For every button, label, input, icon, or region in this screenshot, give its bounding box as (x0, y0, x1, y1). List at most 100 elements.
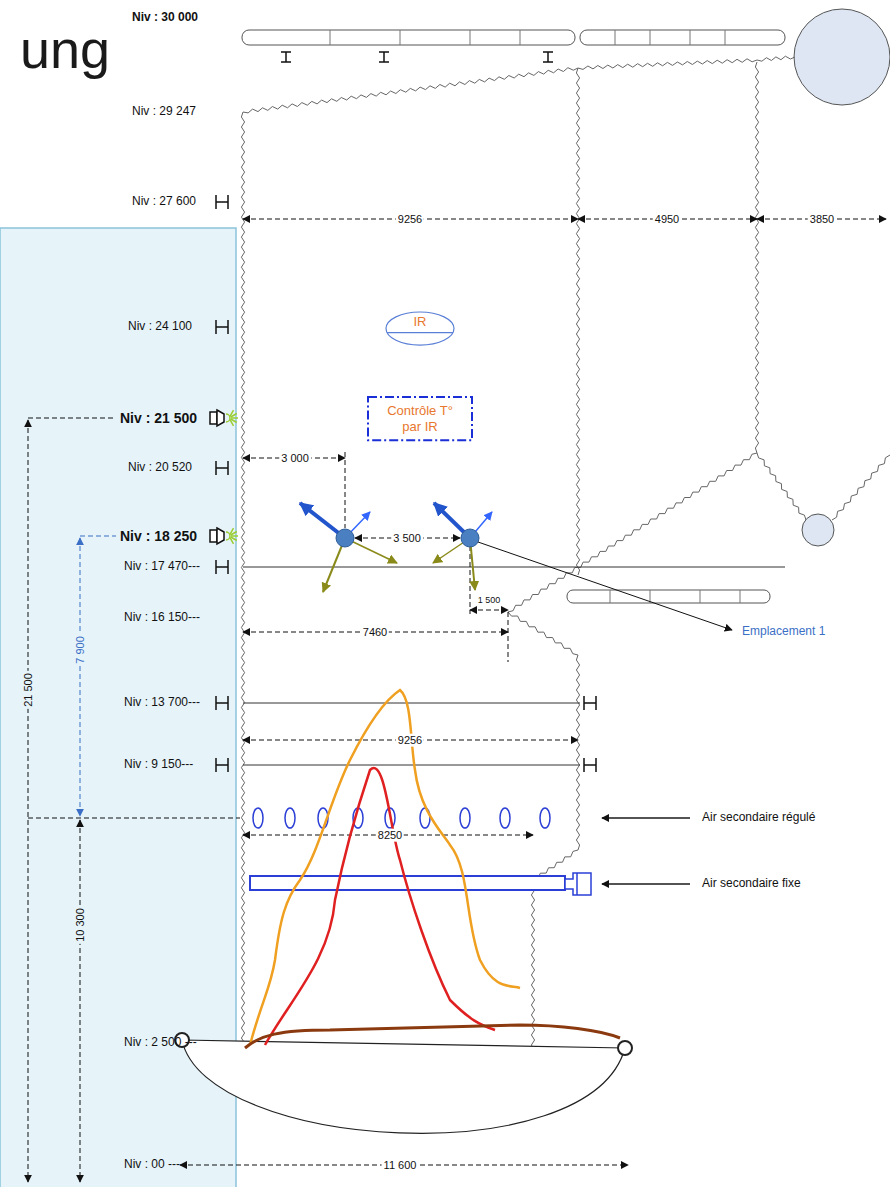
level-marker (216, 320, 228, 334)
level-marker (584, 696, 596, 710)
header-bar (242, 30, 575, 45)
level-label: Niv : 18 250 (118, 528, 199, 544)
dimension-value: 7460 (361, 626, 389, 639)
dimension-value: 21 500 (22, 671, 35, 709)
dimension-value: 11 600 (382, 1159, 419, 1172)
light-rays (230, 420, 234, 426)
tube-bank (567, 590, 770, 603)
light-rays (231, 414, 237, 418)
furnace-wall (576, 68, 579, 575)
callout-label: Emplacement 1 (740, 625, 827, 639)
beam-symbol (379, 52, 389, 62)
air-port (253, 808, 263, 828)
roof-wall (243, 56, 795, 113)
light-rays (226, 414, 230, 422)
light-rays (231, 417, 238, 419)
level-label: Niv : 2 500 --- (122, 1036, 199, 1050)
bar-tick (330, 30, 331, 45)
hopper-wall (832, 455, 890, 520)
light-rays (226, 532, 230, 540)
level-marker (216, 758, 228, 772)
control-outline (368, 397, 472, 440)
dimension-value: 9256 (396, 213, 424, 226)
level-marker (216, 560, 228, 574)
air-lance (565, 873, 591, 895)
tube-tick (610, 590, 611, 603)
dimension-value: 3 500 (391, 532, 423, 545)
dimension-value: 3 000 (279, 452, 311, 465)
level-line (243, 703, 580, 704)
dimension-value: 1 500 (476, 595, 503, 605)
light-rays (230, 538, 234, 544)
bar-tick (400, 30, 401, 45)
air-label: Air secondaire régulé (700, 811, 817, 825)
extension-line (28, 818, 240, 819)
dimension-value: 10 300 (74, 906, 87, 944)
bar-tick (520, 30, 521, 45)
control-box: Contrôle T° par IR (367, 396, 473, 441)
dimension-line (80, 820, 81, 1182)
dimension-value: 8250 (376, 829, 404, 842)
node-label: Contrôle T° par IR (377, 403, 463, 434)
sensor-divider (387, 332, 453, 333)
level-label: Niv : 21 500 (118, 410, 199, 426)
level-label: Niv : 30 000 (130, 11, 200, 25)
air-port (500, 808, 510, 828)
level-marker (216, 195, 228, 209)
tube-tick (740, 590, 741, 603)
extension-line (470, 546, 471, 614)
tube-tick (700, 590, 701, 603)
furnace-wall (241, 112, 244, 1058)
level-marker (216, 696, 228, 710)
level-label: Niv : 13 700--- (122, 696, 202, 710)
level-line (243, 567, 785, 568)
nozzle (461, 529, 479, 547)
level-label: Niv : 20 520 (126, 461, 194, 475)
camera-icon (210, 530, 217, 542)
bar-tick (470, 30, 471, 45)
dimension-value: 9256 (396, 734, 424, 747)
camera-icon (217, 528, 224, 544)
extension-line (508, 612, 509, 662)
level-line (243, 765, 580, 766)
sensor-circle: IR (385, 311, 455, 346)
bar-tick (650, 30, 651, 45)
hopper-wall (508, 453, 757, 612)
dimension-value: 4950 (653, 213, 681, 226)
level-label: Niv : 16 150--- (122, 611, 202, 625)
leader-line (478, 542, 732, 630)
grate-roller (618, 1041, 632, 1055)
air-port (285, 808, 295, 828)
flame-outline (250, 690, 520, 1045)
flame-core (265, 768, 495, 1045)
level-label: Niv : 00 --- (122, 1158, 182, 1172)
collector-drum (802, 514, 834, 546)
pass-wall (755, 62, 758, 453)
fuel-bed (245, 1025, 620, 1048)
furnace-wall (508, 612, 580, 1060)
air-arrow (602, 817, 690, 819)
light-rays (231, 532, 237, 536)
extension-line (345, 452, 346, 528)
node-text: IR (385, 314, 455, 330)
dimension-value: 7 900 (74, 634, 87, 666)
node-label: IR (385, 314, 455, 330)
bar-tick (615, 30, 616, 45)
air-arrow (602, 883, 690, 885)
level-marker (584, 758, 596, 772)
level-label: Niv : 9 150--- (122, 758, 195, 772)
steam-drum (794, 9, 890, 105)
level-marker (216, 461, 228, 475)
node-text: Contrôle T° par IR (377, 403, 463, 434)
level-label: Niv : 27 600 (130, 195, 198, 209)
camera-icon (217, 410, 224, 426)
level-label: Niv : 17 470--- (122, 560, 202, 574)
bar-tick (690, 30, 691, 45)
extension-line (80, 536, 116, 537)
grate (182, 1040, 625, 1133)
hopper-wall (757, 453, 806, 520)
extension-line (28, 418, 116, 419)
